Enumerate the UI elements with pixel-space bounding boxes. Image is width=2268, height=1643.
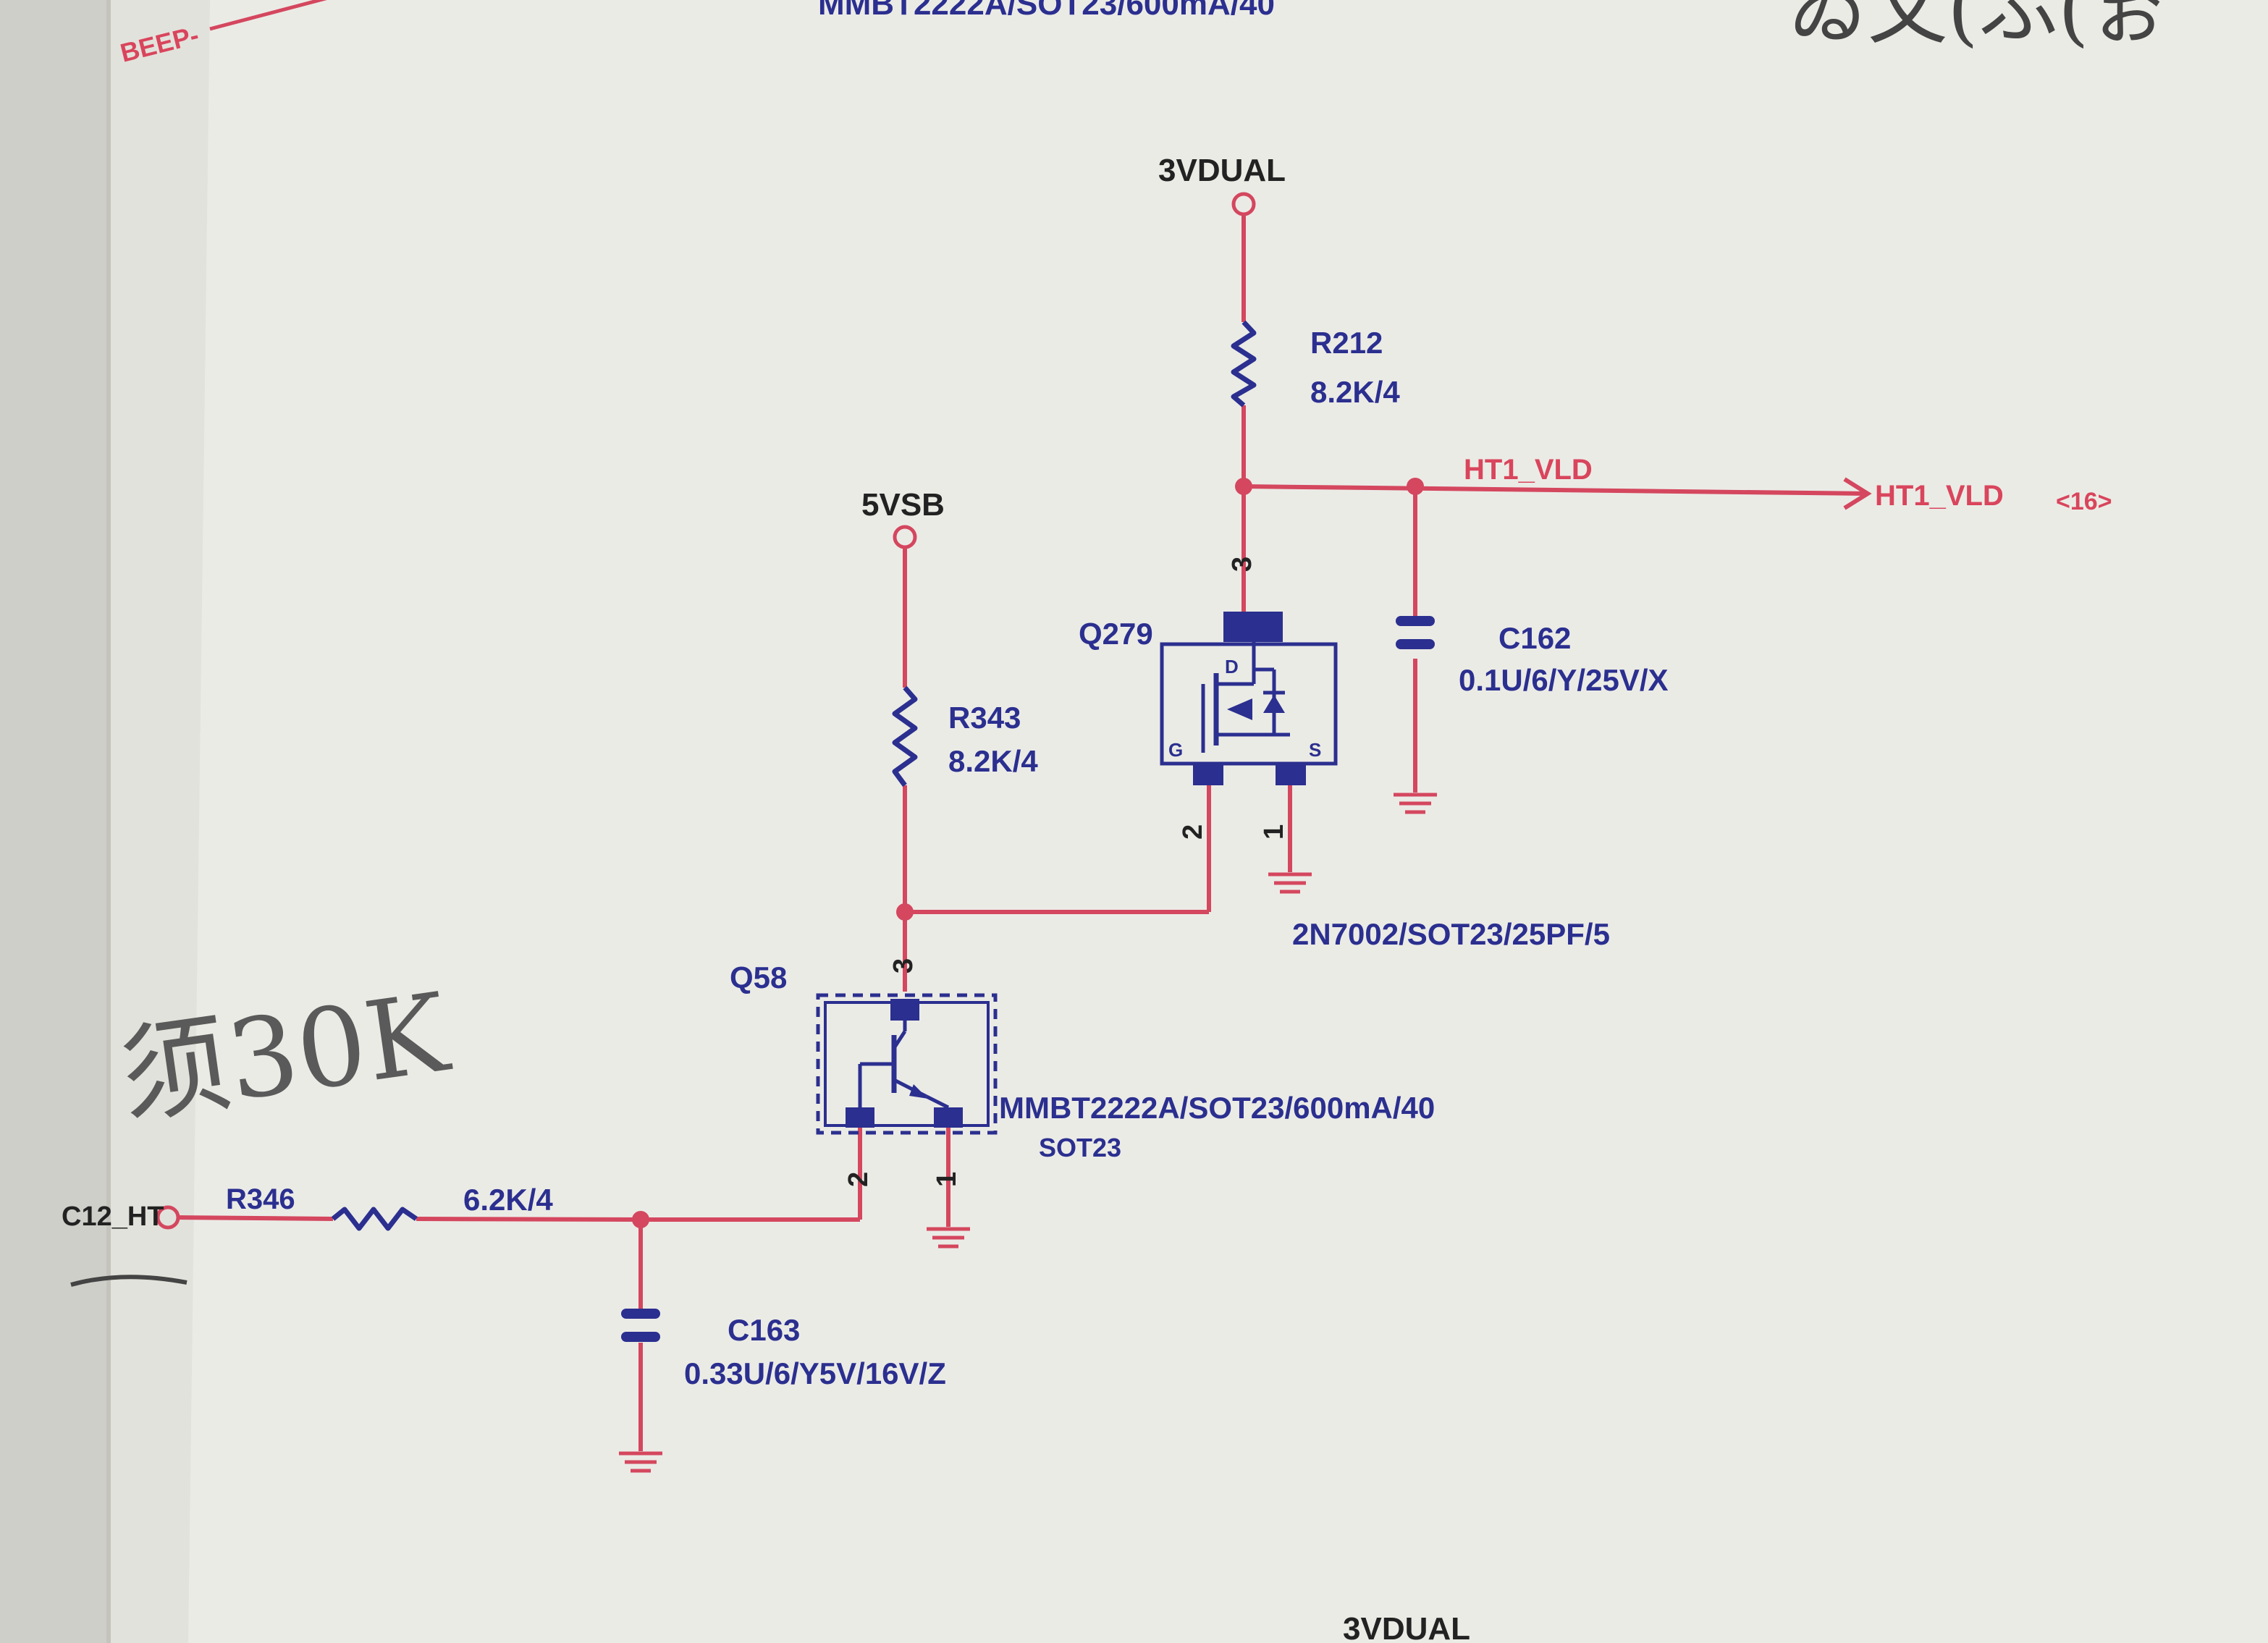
q58-part-number: MMBT2222A/SOT23/600mA/40 <box>999 1091 1435 1125</box>
q279-letter-g: G <box>1168 739 1183 761</box>
paper-fold-shadow <box>109 0 210 1643</box>
junction-dot <box>896 903 914 921</box>
q58-package: SOT23 <box>1039 1133 1121 1162</box>
ht1-vld-wire-label: HT1_VLD <box>1464 454 1593 486</box>
ground-symbol-c163 <box>619 1451 662 1473</box>
ground-symbol-c162 <box>1394 793 1437 814</box>
resistor-r212-symbol <box>1231 320 1257 407</box>
q58-ref: Q58 <box>730 960 787 994</box>
wires <box>177 214 1868 1451</box>
ht1-vld-port-arrow <box>1843 477 1872 510</box>
mosfet-q279: D G S <box>1160 612 1338 785</box>
c163-ref: C163 <box>728 1313 800 1347</box>
capacitor-c163-symbol <box>621 1309 660 1342</box>
power-label-3vdual-bottom: 3VDUAL <box>1343 1611 1470 1643</box>
r346-value: 6.2K/4 <box>463 1183 553 1217</box>
q279-gate-pad <box>1193 764 1223 785</box>
q279-pin-2: 2 <box>1178 824 1208 840</box>
power-port-3vdual-top <box>1231 192 1256 216</box>
pencil-underline <box>70 1275 187 1287</box>
q279-drain-pad <box>1223 612 1283 642</box>
paper-sheet <box>109 0 2268 1643</box>
ht1-vld-port-label: HT1_VLD <box>1875 480 2004 512</box>
junction-dot <box>632 1211 649 1228</box>
q58-pin-3: 3 <box>888 958 919 973</box>
q279-source-pad <box>1276 764 1306 785</box>
beep-wire <box>209 0 327 31</box>
power-port-5vsb <box>893 525 917 549</box>
r212-ref: R212 <box>1310 326 1383 360</box>
q279-part-number: 2N7002/SOT23/25PF/5 <box>1292 917 1610 951</box>
c163-value: 0.33U/6/Y5V/16V/Z <box>684 1356 946 1390</box>
transistor-q58 <box>816 993 998 1135</box>
ground-symbol-q58 <box>927 1227 970 1249</box>
q279-letter-s: S <box>1309 739 1321 761</box>
q58-pin-2: 2 <box>843 1172 874 1187</box>
handwriting-top-right: ゐ乂(ふ(ぉ <box>1788 0 2169 55</box>
q279-ref: Q279 <box>1079 617 1153 651</box>
power-label-5vsb: 5VSB <box>861 487 945 523</box>
q58-pin-1: 1 <box>932 1172 962 1187</box>
resistor-r343-symbol <box>892 685 918 787</box>
junction-dot <box>1407 478 1424 495</box>
r343-value: 8.2K/4 <box>948 744 1038 778</box>
c162-value: 0.1U/6/Y/25V/X <box>1459 663 1669 697</box>
q279-letter-d: D <box>1225 656 1239 677</box>
c162-ref: C162 <box>1498 621 1571 655</box>
q279-pin-1: 1 <box>1259 824 1289 840</box>
r343-ref: R343 <box>948 701 1021 735</box>
input-port-c12-ht <box>156 1205 180 1230</box>
r346-ref: R346 <box>226 1183 295 1215</box>
q58-body <box>816 993 998 1135</box>
ht1-vld-page-ref: <16> <box>2056 488 2112 515</box>
resistor-r346-symbol <box>331 1207 418 1231</box>
junctions <box>632 478 1424 1228</box>
input-port-label: C12_HT <box>62 1201 164 1232</box>
power-label-3vdual-top: 3VDUAL <box>1158 153 1286 188</box>
top-part-number-partial: MMBT2222A/SOT23/600mA/40 <box>818 0 1275 22</box>
q279-pin-3: 3 <box>1227 557 1257 572</box>
capacitor-c162-symbol <box>1396 616 1435 649</box>
ground-symbol-q279 <box>1268 872 1312 894</box>
q279-body <box>1160 642 1338 766</box>
junction-dot <box>1235 478 1252 495</box>
r212-value: 8.2K/4 <box>1310 375 1400 409</box>
